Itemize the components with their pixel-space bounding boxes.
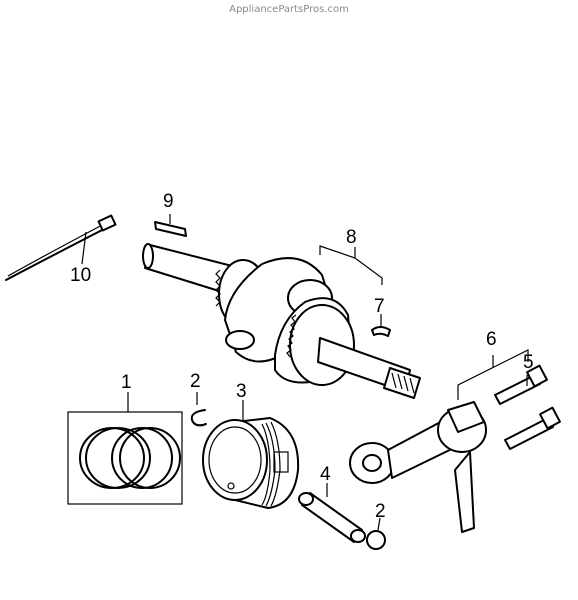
callout-2-clip-bottom: 2 bbox=[375, 501, 386, 522]
piston-pin-clip-drawing bbox=[190, 392, 386, 550]
rod-bolt-drawing bbox=[494, 364, 561, 450]
callout-4: 4 bbox=[320, 464, 331, 485]
callout-7: 7 bbox=[374, 296, 385, 317]
callout-5: 5 bbox=[523, 352, 534, 373]
key-drawing bbox=[154, 214, 187, 237]
callout-10: 10 bbox=[70, 265, 91, 286]
callout-8: 8 bbox=[346, 227, 357, 248]
piston-drawing bbox=[202, 400, 300, 509]
crankshaft-drawing bbox=[142, 243, 421, 399]
connecting-rod-drawing bbox=[349, 349, 529, 533]
woodruff-key-drawing bbox=[371, 314, 391, 337]
callout-9: 9 bbox=[163, 191, 174, 212]
piston-pin-drawing bbox=[298, 483, 366, 543]
cable-tie-drawing bbox=[5, 214, 117, 281]
piston-ring-set-drawing bbox=[67, 392, 183, 505]
callout-6: 6 bbox=[486, 329, 497, 350]
callout-3: 3 bbox=[236, 381, 247, 402]
callout-2-clip-top: 2 bbox=[190, 371, 201, 392]
callout-1: 1 bbox=[121, 372, 132, 393]
watermark: AppliancePartsPros.com bbox=[229, 4, 349, 15]
